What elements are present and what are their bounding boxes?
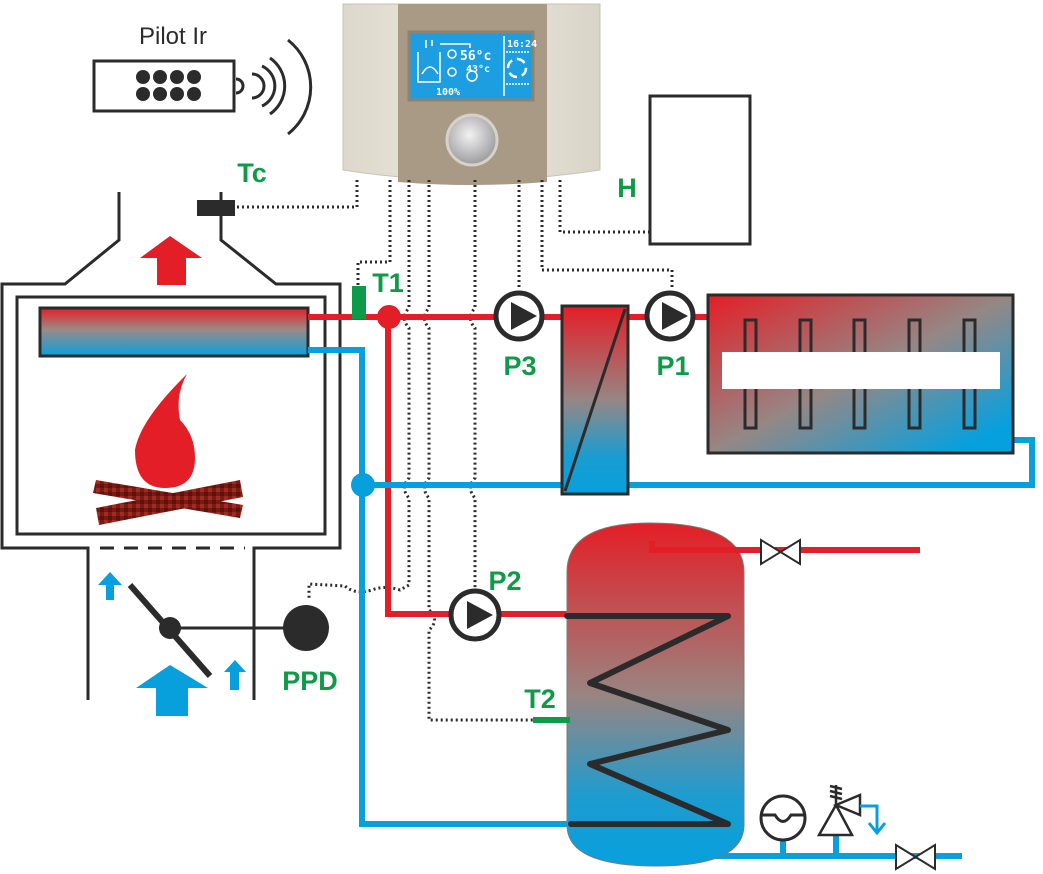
lcd-clock: 16:24 bbox=[507, 39, 537, 50]
intake-air-arrow-icon bbox=[136, 665, 208, 716]
expansion-vessel-icon bbox=[759, 794, 807, 842]
thermostat-label: H bbox=[617, 173, 637, 203]
pump-p1 bbox=[644, 290, 696, 342]
remote-buttons-icon bbox=[136, 70, 201, 101]
air-damper-label: PPD bbox=[282, 666, 338, 696]
remote-label: Pilot Ir bbox=[139, 23, 207, 50]
lcd-tank-icon bbox=[466, 70, 478, 82]
pump-p1-label: P1 bbox=[656, 351, 689, 381]
hot-water-valve-icon[interactable] bbox=[760, 538, 801, 566]
pump-p2-label: P2 bbox=[488, 566, 521, 596]
pump-p2 bbox=[448, 588, 502, 642]
cold-junction bbox=[351, 473, 375, 497]
air-damper-actuator bbox=[283, 605, 329, 651]
room-thermostat bbox=[648, 94, 752, 246]
wood-boiler bbox=[0, 192, 342, 700]
lcd-boiler-icon bbox=[417, 36, 530, 96]
drain-arrow-icon bbox=[860, 804, 887, 836]
lcd-pump-icon bbox=[447, 67, 457, 77]
boiler-sensor-label: T1 bbox=[372, 268, 404, 298]
heating-coil bbox=[564, 613, 731, 827]
remote-body bbox=[92, 59, 236, 113]
pump-arrow-icon bbox=[467, 601, 493, 629]
plate-heat-exchanger bbox=[560, 304, 630, 496]
primary-air-arrow-icon bbox=[224, 660, 246, 690]
flue-sensor-label: Tc bbox=[237, 158, 267, 188]
lcd-return-temp: 43°c bbox=[466, 64, 490, 75]
radiator bbox=[706, 293, 1015, 455]
boiler-temp-sensor bbox=[352, 286, 366, 319]
lcd-fan-power: 100% bbox=[436, 87, 460, 98]
pump-p3 bbox=[493, 290, 545, 342]
hot-junction bbox=[377, 305, 401, 329]
tank-sensor-label: T2 bbox=[524, 684, 556, 714]
hot-water-tank bbox=[564, 522, 745, 867]
boiler-water-jacket bbox=[38, 306, 310, 358]
lcd-supply-temp: 56°c bbox=[460, 49, 491, 64]
cold-water-valve-icon[interactable] bbox=[895, 843, 936, 871]
pump-arrow-icon bbox=[511, 302, 537, 330]
infrared-waves-icon bbox=[235, 38, 313, 136]
pump-p3-label: P3 bbox=[503, 351, 536, 381]
boiler-controller: 56°c 43°c 100% 16:24 bbox=[342, 3, 601, 185]
secondary-air-arrow-icon bbox=[98, 572, 122, 600]
lcd-pump-icon bbox=[447, 49, 457, 59]
controller-lcd-display bbox=[407, 30, 535, 102]
lcd-fan-icon bbox=[506, 57, 528, 79]
ir-remote: Pilot Ir bbox=[92, 23, 313, 136]
flue-gas-arrow-icon bbox=[140, 236, 202, 285]
controller-knob[interactable] bbox=[445, 113, 499, 167]
safety-valve-icon bbox=[816, 784, 862, 837]
flame-icon bbox=[135, 374, 195, 488]
pump-arrow-icon bbox=[662, 302, 688, 330]
firewood-icon bbox=[93, 480, 243, 525]
flue-temp-sensor bbox=[197, 200, 235, 216]
